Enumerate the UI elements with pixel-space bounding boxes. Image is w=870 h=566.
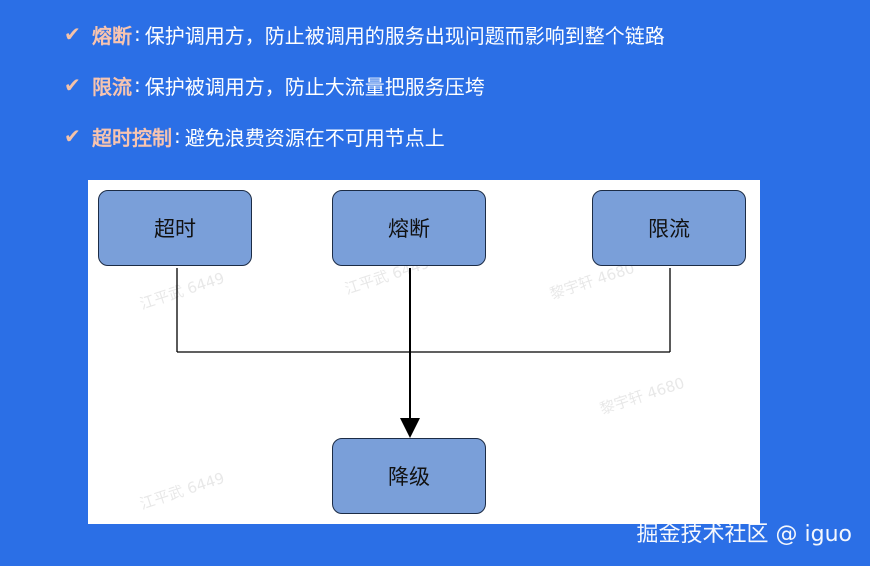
node-rate-limit: 限流 [592,190,746,266]
bullet-item: ✔ 熔断 : 保护调用方，防止被调用的服务出现问题而影响到整个链路 [64,16,665,52]
bullet-term: 熔断 [92,23,132,48]
footer-credit: 掘金技术社区 @ iguo [636,522,852,547]
check-icon: ✔ [64,124,81,148]
bullet-description: 保护被调用方，防止大流量把服务压垮 [144,74,485,99]
bullet-term: 限流 [92,74,132,99]
check-icon: ✔ [64,22,81,46]
bullet-term: 超时控制 [92,125,172,150]
bullet-description: 避免浪费资源在不可用节点上 [184,125,445,150]
check-icon: ✔ [64,73,81,97]
diagram-connectors [176,268,671,438]
bullet-item: ✔ 限流 : 保护被调用方，防止大流量把服务压垮 [64,67,665,103]
bullet-list: ✔ 熔断 : 保护调用方，防止被调用的服务出现问题而影响到整个链路 ✔ 限流 :… [64,16,665,169]
bullet-separator: : [134,73,141,97]
bullet-separator: : [134,22,141,46]
diagram-panel: 江平武 6449 江平武 6449 黎宇轩 4680 江平武 6449 黎宇轩 … [88,180,760,524]
bullet-description: 保护调用方，防止被调用的服务出现问题而影响到整个链路 [144,23,665,48]
bullet-item: ✔ 超时控制 : 避免浪费资源在不可用节点上 [64,118,665,154]
node-degrade: 降级 [332,438,486,514]
bullet-separator: : [174,124,181,148]
node-timeout: 超时 [98,190,252,266]
node-circuit-breaker: 熔断 [332,190,486,266]
